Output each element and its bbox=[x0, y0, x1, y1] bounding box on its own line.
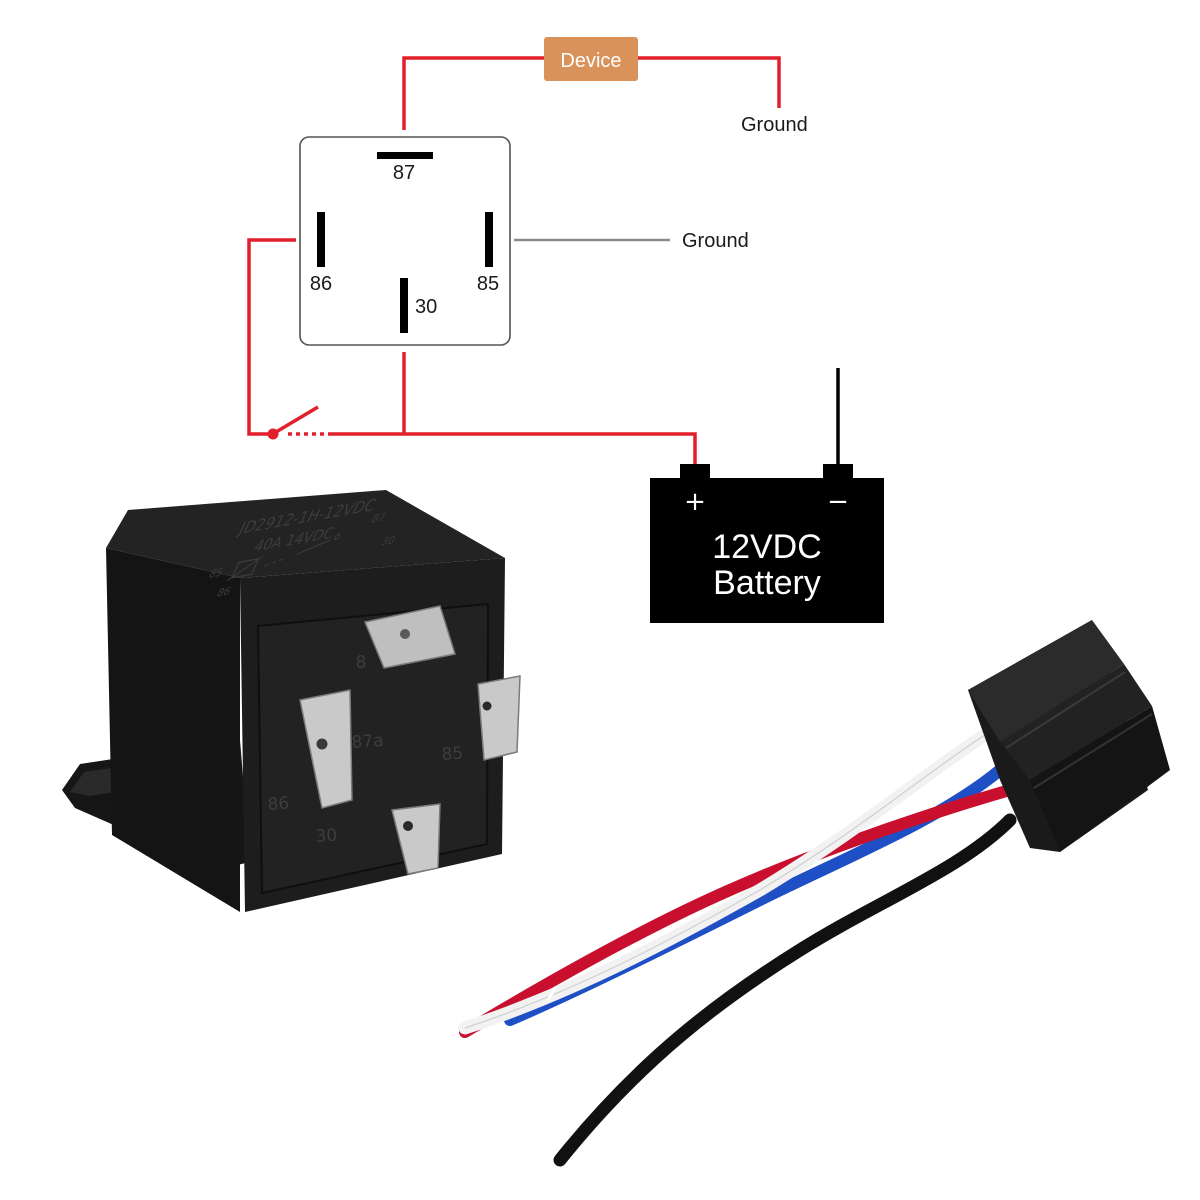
wire-86-to-switch bbox=[247, 238, 296, 436]
battery-label-line2: Battery bbox=[713, 564, 821, 602]
battery: + − 12VDC Battery bbox=[650, 368, 884, 623]
relay-left-face bbox=[106, 548, 240, 912]
relay-face-85: 85 bbox=[441, 744, 464, 765]
harness-wire-gap-marks bbox=[546, 986, 632, 1127]
relay-coil-symbol bbox=[230, 558, 260, 579]
pin-30-bar bbox=[400, 278, 408, 333]
pin-85-label: 85 bbox=[477, 273, 499, 295]
wire-device-to-ground bbox=[637, 56, 781, 108]
device-fill bbox=[544, 37, 638, 81]
device-label: Device bbox=[560, 50, 621, 72]
ground-label-device: Ground bbox=[741, 114, 808, 136]
battery-positive-terminal bbox=[680, 464, 710, 480]
relay-terminal-85 bbox=[477, 675, 521, 761]
pin-85-bar bbox=[485, 212, 493, 267]
pin-86-bar bbox=[317, 212, 325, 267]
relay-top-face bbox=[106, 490, 505, 578]
relay-face-86: 86 bbox=[267, 794, 290, 815]
relay-schematic: 87 86 85 30 bbox=[299, 136, 511, 346]
relay-face-87a: 87a bbox=[351, 731, 384, 753]
battery-body bbox=[650, 478, 884, 623]
relay-terminal-30 bbox=[391, 803, 441, 875]
relay-terminal-86 bbox=[299, 689, 353, 809]
relay-product-image: JD2912-1H-12VDC 40A 14VDC 86 85 87 30 8 … bbox=[62, 490, 521, 912]
relay-terminal-87 bbox=[363, 605, 456, 669]
battery-negative-terminal bbox=[823, 464, 853, 480]
harness-wire-black bbox=[553, 813, 1017, 1167]
ground-label-relay: Ground bbox=[682, 230, 749, 252]
wire-87-to-device bbox=[402, 56, 545, 130]
relay-face-87: 8 bbox=[355, 652, 367, 673]
pin-86-label: 86 bbox=[310, 273, 332, 295]
relay-schematic-outline bbox=[299, 136, 511, 346]
battery-minus-sign: − bbox=[827, 487, 849, 517]
battery-plus-sign: + bbox=[684, 487, 706, 517]
switch-lever bbox=[275, 405, 319, 434]
wire-30-to-battery bbox=[328, 352, 697, 470]
relay-socket-harness bbox=[458, 620, 1170, 1167]
wiring-diagram: Device Ground Ground 87 86 85 30 + − 12V… bbox=[247, 37, 884, 623]
battery-label-line1: 12VDC bbox=[712, 528, 822, 566]
switch bbox=[267, 405, 326, 440]
socket-body-front bbox=[1030, 706, 1170, 852]
harness-wire-red bbox=[459, 784, 1016, 1038]
pin-30-label: 30 bbox=[415, 296, 437, 318]
relay-face-30: 30 bbox=[315, 826, 338, 847]
socket-body-ridge bbox=[1000, 664, 1152, 780]
device-box: Device bbox=[544, 37, 638, 81]
pin-87-label: 87 bbox=[393, 162, 415, 184]
socket-body-top bbox=[968, 620, 1124, 742]
pin-87-bar bbox=[377, 152, 433, 159]
